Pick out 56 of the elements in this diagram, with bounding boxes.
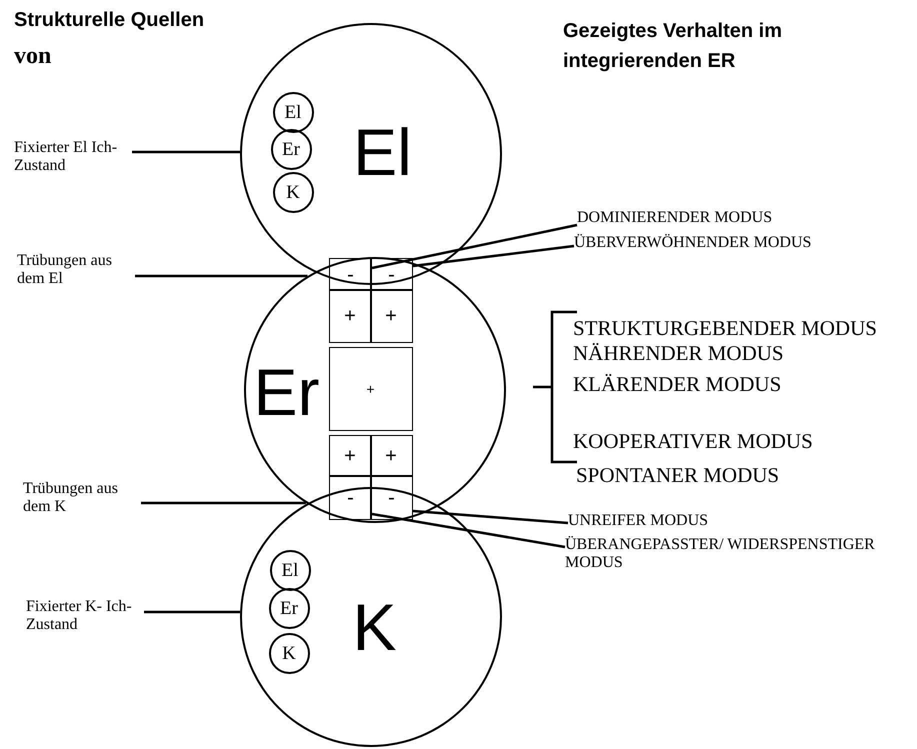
circle-letter: El: [282, 560, 298, 580]
leader-line: [135, 274, 308, 278]
circle-letter: K: [352, 594, 397, 660]
grid-cell: [328, 434, 372, 476]
cell-sign: +: [366, 382, 375, 396]
annotation-text: UNREIFER MODUS: [568, 512, 898, 530]
cell-sign: -: [347, 488, 354, 508]
column-heading: Strukturelle Quellen: [14, 8, 204, 32]
column-heading: Gezeigtes Verhalten im integrierenden ER: [563, 19, 783, 74]
circle-letter: El: [284, 102, 302, 122]
leader-line: [132, 150, 240, 154]
cell-sign: +: [385, 306, 397, 326]
grid-cell: [328, 288, 372, 342]
ego-state-circle: [240, 23, 502, 285]
cell-sign: +: [344, 306, 356, 326]
small-ego-state-circle: [272, 172, 314, 212]
annotation-text: Fixierter El Ich-Zustand: [14, 139, 132, 175]
small-ego-state-circle: [270, 550, 310, 590]
grid-cell: [328, 346, 412, 430]
column-heading: von: [14, 42, 52, 70]
cell-sign: -: [347, 264, 354, 284]
leader-line: [141, 502, 306, 504]
cell-sign: -: [388, 488, 395, 508]
small-ego-state-circle: [268, 632, 310, 674]
leader-line: [372, 512, 566, 548]
ego-state-circle: [240, 487, 502, 747]
mode-label: NÄHRENDER MODUS: [573, 341, 784, 365]
mode-label: KLÄRENDER MODUS: [573, 372, 782, 396]
leader-line: [372, 224, 578, 270]
annotation-text: ÜBERANGEPASSTER/ WIDERSPENSTIGER MODUS: [565, 536, 905, 572]
small-ego-state-circle: [272, 92, 314, 132]
ego-state-circle: [244, 257, 506, 523]
annotation-text: Trübungen aus dem K: [23, 480, 141, 516]
small-ego-state-circle: [268, 588, 310, 628]
circle-letter: Er: [280, 598, 298, 618]
grid-cell: [370, 288, 412, 342]
annotation-text: DOMINIERENDER MODUS: [577, 209, 907, 227]
mode-label: STRUKTURGEBENDER MODUS: [573, 316, 877, 340]
mode-label: KOOPERATIVER MODUS: [573, 429, 813, 453]
leader-line: [412, 510, 568, 524]
annotation-text: Fixierter K- Ich-Zustand: [26, 598, 144, 634]
grid-cell: [370, 434, 412, 476]
circle-letter: Er: [282, 140, 300, 158]
circle-letter: Er: [254, 358, 320, 424]
cell-sign: +: [344, 446, 356, 466]
small-ego-state-circle: [270, 128, 312, 170]
annotation-text: ÜBERVERWÖHNENDER MODUS: [574, 234, 824, 252]
annotation-text: Trübungen aus dem El: [17, 252, 135, 288]
circle-letter: El: [353, 118, 412, 184]
cell-sign: +: [385, 446, 397, 466]
leader-line: [412, 244, 574, 268]
leader-line: [144, 610, 240, 614]
circle-letter: K: [282, 644, 296, 662]
cell-sign: -: [388, 264, 395, 284]
mode-label: SPONTANER MODUS: [576, 463, 780, 487]
circle-letter: K: [286, 182, 300, 202]
